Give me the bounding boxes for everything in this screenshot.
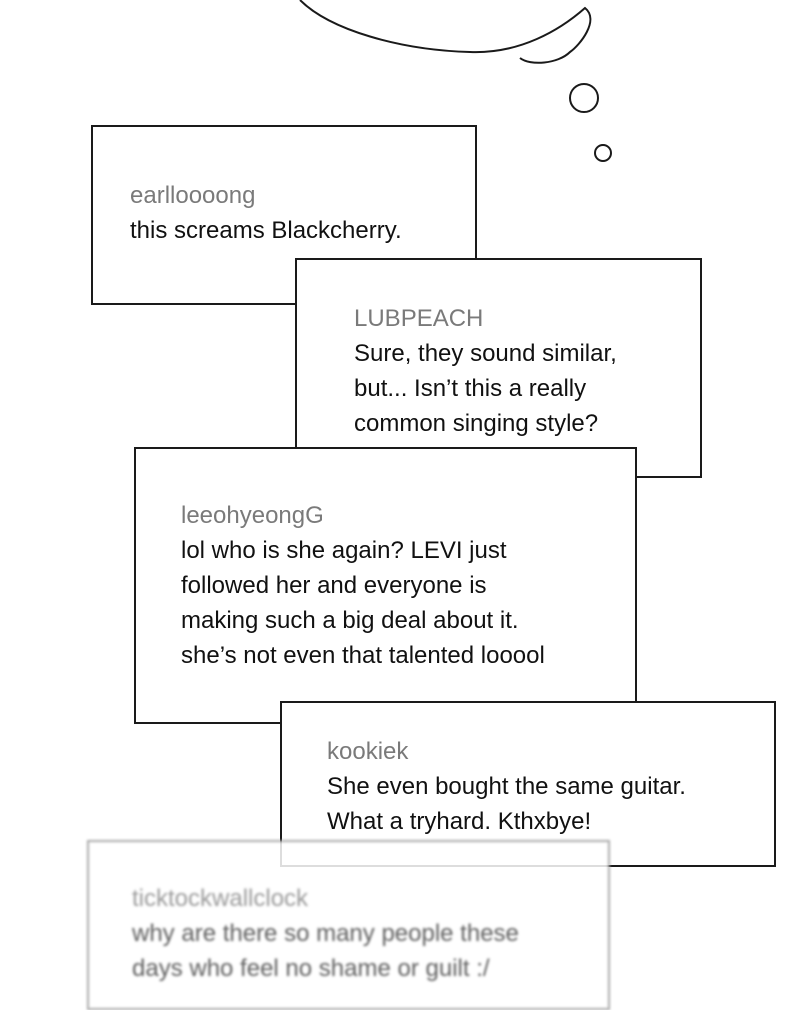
comment-card: kookiek She even bought the same guitar.… <box>280 701 776 867</box>
comment-username: ticktockwallclock <box>132 885 309 912</box>
comment-text: this screams Blackcherry. <box>130 217 402 244</box>
comment-username: earlloooong <box>130 182 256 209</box>
comment-text: She even bought the same guitar. What a … <box>327 773 686 835</box>
thought-dot-large <box>569 83 599 113</box>
comment-card: leeohyeongG lol who is she again? LEVI j… <box>134 447 637 724</box>
thought-cloud <box>299 0 592 64</box>
comment-card: LUBPEACH Sure, they sound similar, but..… <box>295 258 702 478</box>
comment-text: lol who is she again? LEVI just followed… <box>181 537 545 669</box>
comment-text: Sure, they sound similar, but... Isn’t t… <box>354 340 617 437</box>
comment-card-blurred: ticktockwallclock why are there so many … <box>87 840 610 1010</box>
comment-username: leeohyeongG <box>181 502 324 529</box>
comment-username: LUBPEACH <box>354 305 484 332</box>
comment-text: why are there so many people these days … <box>132 920 519 982</box>
thought-dot-small <box>594 144 612 162</box>
comment-username: kookiek <box>327 738 409 765</box>
